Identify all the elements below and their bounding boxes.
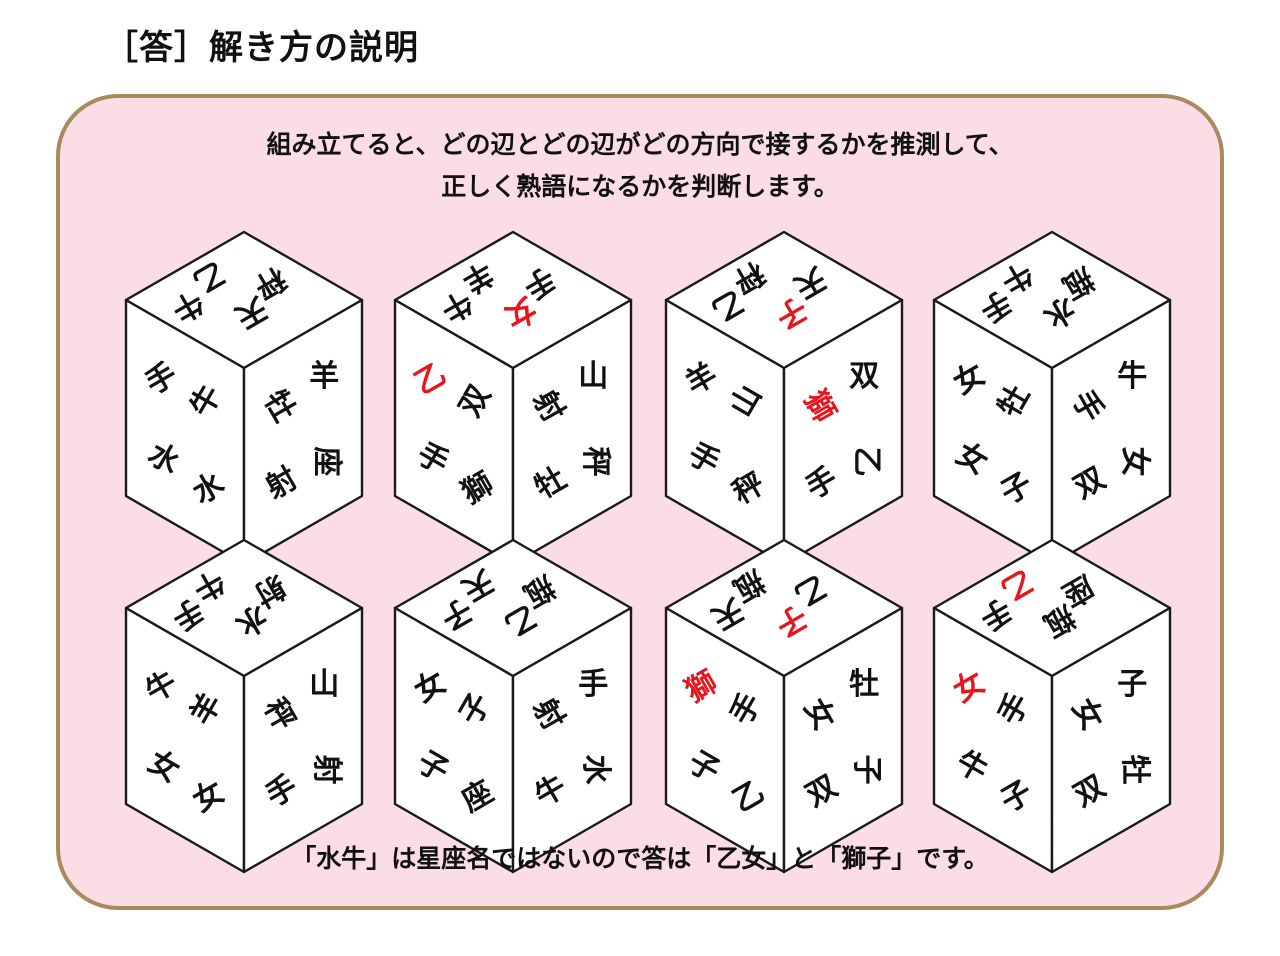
- cube-7: 天瓶子乙獅手子乙女牡双子: [664, 538, 904, 874]
- cube-right-face: [242, 606, 364, 874]
- cube-right-glyph: 子: [849, 755, 884, 785]
- cube-right-glyph: 手: [578, 667, 608, 702]
- cube-1: 牛乙天秤手牛水水牡羊射座: [124, 230, 364, 566]
- cube-3: 乙秤子天羊山手秤獅双手乙: [664, 230, 904, 566]
- cube-right-face: [511, 606, 633, 874]
- cube-right-glyph: 双: [849, 359, 879, 394]
- cube-right-glyph: 水: [578, 755, 613, 786]
- cube-right-glyph: 乙: [849, 447, 884, 477]
- cube-6: 子天乙瓶女子子座射手牛水: [393, 538, 633, 874]
- cube-right-glyph: 牡: [849, 667, 879, 702]
- cube-4: 手牛水瓶女牡女子手牛双女: [932, 230, 1172, 566]
- answer-heading: ［答］解き方の説明: [104, 28, 419, 68]
- cube-right-glyph: 秤: [578, 447, 613, 477]
- answer-text: 「水牛」は星座名ではないので答は「乙女」と「獅子」です。: [291, 844, 989, 873]
- cube-right-glyph: 山: [578, 359, 608, 394]
- cube-5: 手牛水射牛羊女女秤山手射: [124, 538, 364, 874]
- intro-line-1: 組み立てると、どの辺とどの辺がどの方向で接するかを推測して、: [266, 130, 1014, 159]
- cube-right-face: [1050, 298, 1172, 566]
- cube-right-glyph: 座: [309, 447, 344, 477]
- cube-right-glyph: 牡: [1117, 755, 1152, 785]
- cube-right-glyph: 山: [309, 667, 339, 702]
- intro-line-2: 正しく熟語になるかを判断します。: [441, 172, 839, 201]
- cube-right-glyph: 射: [309, 755, 344, 785]
- cube-right-face: [1050, 606, 1172, 874]
- cube-right-glyph: 羊: [309, 359, 339, 394]
- cube-right-glyph: 牛: [1117, 359, 1147, 394]
- cube-right-glyph: 子: [1117, 667, 1147, 702]
- cube-right-face: [782, 298, 904, 566]
- cube-right-face: [782, 606, 904, 874]
- cube-right-face: [242, 298, 364, 566]
- cube-2: 牛羊女手乙双手獅射山牡秤: [393, 230, 633, 566]
- cube-8: 手乙瓶座女手牛子女子双牡: [932, 538, 1172, 874]
- cube-right-face: [511, 298, 633, 566]
- cube-right-glyph: 女: [1117, 447, 1152, 477]
